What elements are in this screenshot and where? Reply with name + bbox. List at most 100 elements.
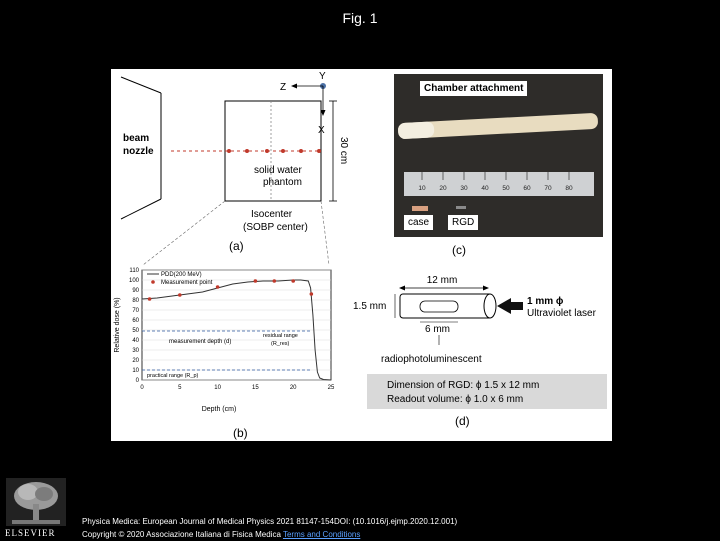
annotation-residual-2: (R_res) [271, 341, 290, 347]
ruler-tick-label: 50 [502, 185, 510, 192]
y-tick-label: 10 [132, 368, 139, 374]
meas-point [265, 149, 269, 153]
axis-y-label: Y [319, 71, 326, 82]
panel-a-label: (a) [229, 239, 244, 253]
panel-d-label: (d) [455, 414, 470, 428]
diameter-label: 1.5 mm [353, 301, 386, 312]
panel-d: 12 mm 6 mm 1.5 mm 1 mm ϕ Ultraviolet las… [353, 275, 607, 428]
legend-pdd: PDD(200 MeV) [161, 272, 202, 278]
y-axis-title: Relative dose (%) [114, 297, 121, 352]
y-tick-label: 70 [132, 308, 139, 314]
legend-marker-meas [151, 280, 155, 284]
rgd-object [456, 206, 466, 209]
depth-label: 30 cm [338, 137, 349, 164]
elsevier-logo [6, 478, 66, 534]
beam-label-2: nozzle [123, 146, 154, 157]
chamber-rod [398, 113, 598, 139]
x-tick-label: 10 [214, 385, 221, 391]
panel-b-label: (b) [233, 426, 248, 440]
y-tick-label: 50 [132, 328, 139, 334]
copyright: Copyright © 2020 Associazione Italiana d… [82, 530, 281, 539]
meas-point [227, 149, 231, 153]
y-tick-label: 100 [129, 278, 140, 284]
nozzle-line-top [120, 76, 162, 94]
laser-arrow [497, 298, 523, 314]
case-object [412, 206, 428, 211]
laser-label-2: Ultraviolet laser [527, 308, 597, 319]
y-tick-label: 60 [132, 318, 139, 324]
isocenter-label-1: Isocenter [251, 209, 293, 220]
phantom-label-2: phantom [263, 177, 302, 188]
tree-icon [6, 478, 66, 526]
y-tick-label: 0 [136, 378, 140, 384]
x-tick-label: 25 [328, 385, 335, 391]
chamber-attachment-label: Chamber attachment [420, 81, 528, 96]
dimension-box [367, 374, 607, 409]
figure-schematic: beam nozzle Y Z X 30 cm solid water pha [114, 71, 607, 440]
y-tick-label: 80 [132, 298, 139, 304]
axis-z-label: Z [280, 82, 286, 93]
readout-length-label: 6 mm [425, 324, 450, 335]
measurement-point [147, 297, 152, 301]
y-tick-label: 90 [132, 288, 139, 294]
annotation-practical: practical range (R_p) [147, 373, 199, 379]
case-label: case [404, 215, 434, 230]
annotation-residual-1: residual range [263, 333, 298, 339]
series-line-pdd [141, 279, 332, 381]
ruler-tick-label: 60 [523, 185, 531, 192]
x-tick-label: 0 [140, 385, 144, 391]
y-tick-label: 30 [132, 348, 139, 354]
x-axis-title: Depth (cm) [202, 406, 237, 413]
annotation-measurement-depth: measurement depth (d) [169, 339, 231, 345]
z-arrow [291, 83, 297, 89]
zoom-line-left [142, 200, 226, 266]
ruler-tick-label: 40 [481, 185, 489, 192]
meas-point [245, 149, 249, 153]
ruler-tick-label: 30 [460, 185, 468, 192]
beam-label-1: beam [123, 133, 149, 144]
x-tick-label: 15 [252, 385, 259, 391]
laser-label-1: 1 mm ϕ [527, 296, 564, 307]
panel-a: beam nozzle Y Z X 30 cm solid water pha [120, 71, 349, 266]
ruler-tick-label: 80 [565, 185, 573, 192]
meas-point [299, 149, 303, 153]
meas-point [317, 149, 321, 153]
length-label: 12 mm [427, 275, 458, 286]
terms-link[interactable]: Terms and Conditions [282, 530, 361, 539]
x-tick-label: 20 [290, 385, 297, 391]
plot-frame [141, 269, 332, 381]
y-tick-label: 110 [129, 268, 139, 274]
rgd-body [399, 293, 493, 319]
phantom-label-1: solid water [254, 165, 302, 176]
axis-x-label: X [318, 125, 325, 136]
length-arrow-right [483, 285, 489, 291]
y-tick-label: 40 [132, 338, 139, 344]
rgd-label: RGD [448, 215, 479, 230]
zoom-line-right [320, 200, 330, 266]
nozzle-line-bottom [120, 198, 162, 220]
length-arrow-left [399, 285, 405, 291]
measurement-point [272, 279, 277, 283]
citation: Physica Medica: European Journal of Medi… [82, 517, 458, 526]
measurement-point [178, 293, 182, 297]
series-points-measurement [147, 279, 314, 301]
measurement-point [291, 279, 295, 283]
ruler [404, 172, 594, 196]
glass-label: radiophotoluminescent [381, 354, 482, 365]
figure-footer: Physica Medica: European Journal of Medi… [82, 515, 457, 541]
measurement-point [215, 285, 220, 289]
x-arrow [320, 110, 326, 116]
isocenter-label-2: (SOBP center) [243, 222, 308, 233]
rgd-end [483, 293, 497, 319]
chamber-tip [398, 121, 435, 139]
dimension-line-2: Readout volume: ϕ 1.0 x 6 mm [387, 394, 523, 405]
readout-volume [419, 300, 459, 313]
measurement-point [309, 292, 314, 296]
ruler-tick-label: 70 [544, 185, 552, 192]
